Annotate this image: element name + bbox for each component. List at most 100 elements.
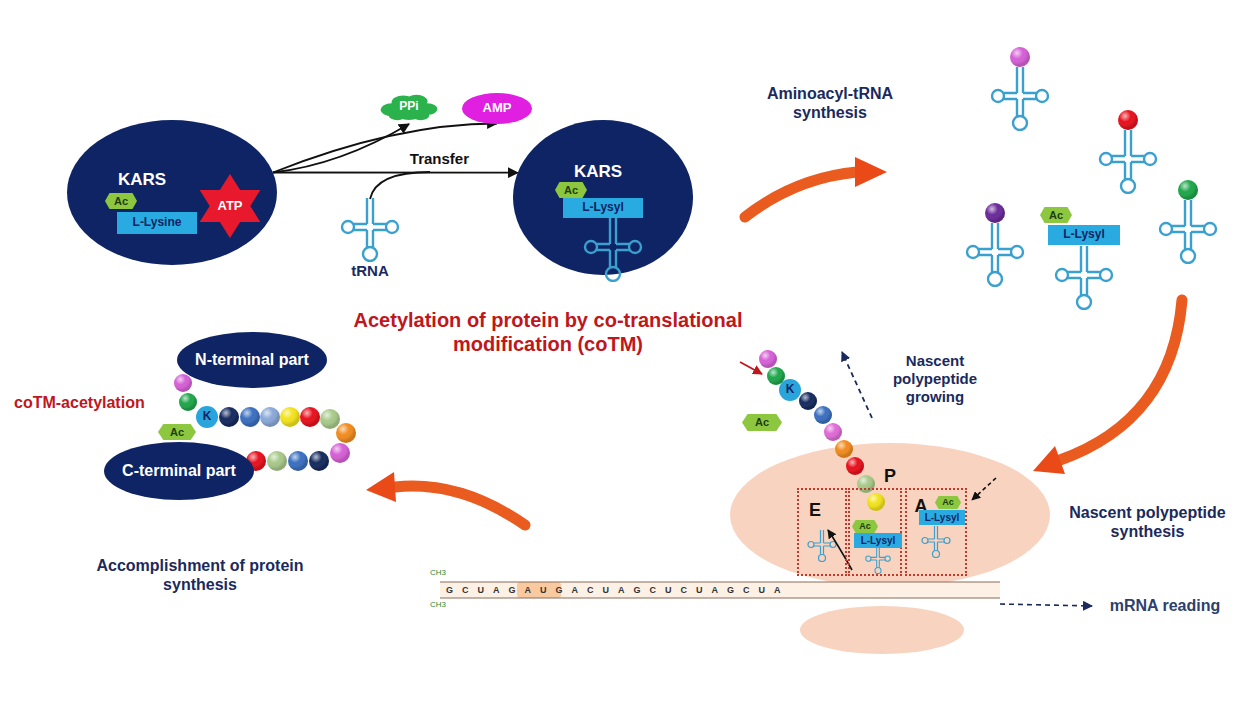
trna-cluster-part — [985, 203, 1005, 223]
protein-chain-part — [330, 443, 350, 463]
lysyl-box: L-Lysyl — [1048, 225, 1120, 245]
atp-star: ATP — [195, 174, 265, 238]
nascent-chain-part — [846, 457, 864, 475]
synthesis-arrow-part — [745, 172, 857, 217]
node-text: Ac — [942, 497, 954, 507]
flow-arrow — [273, 124, 497, 173]
ribosome-part — [866, 546, 891, 574]
hexagon-shape — [852, 520, 878, 533]
lysine-box: L-Lysine — [117, 212, 197, 234]
protein-chain-part — [179, 393, 197, 411]
completion-arrow-part — [395, 486, 525, 525]
ribosome-part — [972, 478, 996, 500]
lysine-ball: K — [779, 379, 801, 401]
protein-chain-part — [300, 407, 320, 427]
node-text: K — [203, 410, 212, 424]
node-text: P — [884, 466, 896, 487]
ribosome-site: E — [797, 488, 847, 576]
trna-cluster-part — [1056, 246, 1112, 309]
text-label: Aminoacyl-tRNA synthesis — [752, 84, 908, 122]
hexagon-shape — [158, 424, 196, 440]
enzyme-ellipse: KARS AcL-Lysine ATP — [67, 120, 277, 265]
terminal-ellipse: N-terminal part — [177, 332, 327, 388]
nascent-chain-part — [835, 440, 853, 458]
protein-chain-part — [288, 451, 308, 471]
terminal-ellipse: C-terminal part — [104, 442, 254, 500]
node-text: Ac — [564, 184, 578, 197]
node-text: Ac — [114, 195, 128, 208]
nascent-chain-part — [799, 392, 817, 410]
hexagon-shape — [1040, 207, 1072, 223]
amp-ellipse: AMP — [462, 93, 532, 124]
protein-chain-part — [240, 407, 260, 427]
mrna-strand-part — [440, 582, 1000, 598]
ribosome-part — [800, 606, 964, 654]
node-text: AMP — [483, 101, 512, 116]
acetyl-tag: Ac — [1040, 207, 1072, 223]
hexagon-shape — [105, 193, 137, 209]
star-shape — [200, 174, 261, 238]
trna-cluster-part — [992, 67, 1048, 130]
lysyl-box: L-Lysyl — [854, 533, 902, 548]
text-label: CH3 — [430, 568, 446, 578]
node-text: Ac — [859, 521, 871, 531]
node-text: E — [809, 500, 821, 521]
delivery-arrow-part — [1033, 446, 1065, 474]
node-text: L-Lysyl — [1063, 228, 1105, 242]
delivery-arrow — [1033, 300, 1182, 474]
nascent-chain-part — [842, 352, 872, 418]
text-label: Accomplishment of protein synthesis — [95, 556, 305, 594]
mrna-strand-part — [440, 581, 1000, 582]
ribosome-site: AAcL-Lysyl — [905, 488, 967, 576]
nascent-chain-part — [824, 423, 842, 441]
protein-chain-part — [219, 407, 239, 427]
trna-cluster-part — [1118, 110, 1138, 130]
trna-cluster-part — [1118, 110, 1138, 130]
node-text: L-Lysine — [133, 216, 182, 230]
mrna-strand-part — [440, 597, 1000, 598]
node-text: Ac — [170, 426, 184, 439]
acetyl-tag: Ac — [742, 414, 782, 431]
free-trna — [342, 172, 430, 261]
nascent-chain-part — [814, 406, 832, 424]
nascent-chain-part — [857, 475, 875, 493]
protein-chain-part — [309, 451, 329, 471]
ppi-cloud: PPi — [380, 90, 438, 124]
protein-chain-part — [260, 407, 280, 427]
trna-cluster-part — [1010, 47, 1030, 67]
mrna-strand-part — [1000, 604, 1092, 606]
enzyme-trna-overlay-part — [585, 218, 641, 281]
protein-chain-part — [320, 409, 340, 429]
text-label: mRNA reading — [1100, 596, 1230, 615]
protein-chain-part — [179, 393, 197, 411]
node-text: N-terminal part — [195, 351, 309, 369]
node-text: PPi — [399, 100, 418, 114]
protein-chain-part — [330, 443, 350, 463]
completion-arrow-part — [366, 472, 396, 502]
node-text: Ac — [1049, 209, 1063, 222]
nascent-chain-part — [740, 362, 762, 374]
trna-cluster-part — [1010, 47, 1030, 67]
node-text: KARS — [118, 170, 166, 190]
node-text: KARS — [574, 162, 622, 182]
node-text: L-Lysyl — [861, 535, 896, 547]
text-label: coTM-acetylation — [14, 393, 145, 412]
node-text: ATP — [217, 199, 242, 214]
nascent-chain-part — [759, 350, 777, 368]
hexagon-shape — [742, 414, 782, 431]
acetyl-tag: Ac — [852, 520, 878, 533]
trna-cluster-part — [1178, 180, 1198, 200]
ribosome-site: PAcL-Lysyl — [848, 488, 902, 576]
protein-chain-part — [309, 451, 329, 471]
delivery-arrow-part — [1060, 300, 1182, 460]
protein-chain-part — [300, 407, 320, 427]
acetyl-tag: Ac — [158, 424, 196, 440]
nascent-chain-part — [857, 475, 875, 493]
text-label: GCUAGAUGACUAGCUCUAGCUA — [446, 584, 790, 596]
nascent-chain — [740, 350, 885, 511]
edge-label: Transfer — [407, 150, 472, 168]
text-label: Nascent polypeptide growing — [885, 352, 985, 406]
protein-chain-part — [267, 451, 287, 471]
nascent-chain-part — [867, 493, 885, 511]
protein-chain-part — [320, 409, 340, 429]
